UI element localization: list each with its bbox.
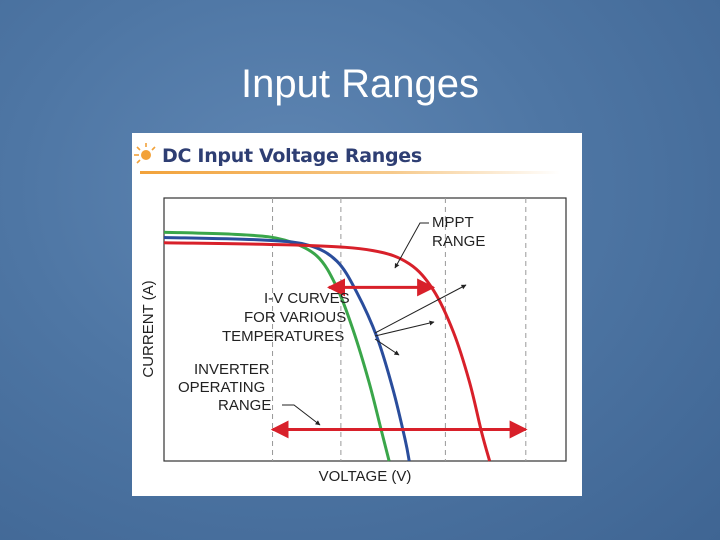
chart-svg: MPPT RANGE I-V CURVES FOR VARIOUS TEMPER…	[134, 143, 567, 485]
x-axis-label: VOLTAGE (V)	[319, 468, 412, 485]
iv-leader-green	[374, 338, 400, 356]
inverter-label-line2: OPERATING	[178, 379, 265, 396]
iv-leader-blue	[374, 320, 435, 337]
chart-figure: MPPT RANGE I-V CURVES FOR VARIOUS TEMPER…	[132, 133, 582, 496]
iv-label-line2: FOR VARIOUS	[244, 309, 346, 326]
sun-icon	[134, 143, 156, 164]
mppt-leader-line	[394, 222, 429, 269]
iv-label-line1: I-V CURVES	[264, 290, 350, 307]
inverter-label-line3: RANGE	[218, 397, 271, 414]
mppt-label-line2: RANGE	[432, 233, 485, 250]
iv-curves-annotation: I-V CURVES FOR VARIOUS TEMPERATURES	[222, 284, 467, 356]
y-axis-label: CURRENT (A)	[140, 280, 157, 377]
slide-title: Input Ranges	[241, 62, 479, 106]
inverter-leader-line	[282, 404, 321, 426]
inverter-label-line1: INVERTER	[194, 361, 270, 378]
inverter-annotation: INVERTER OPERATING RANGE	[178, 361, 321, 426]
title-rule	[140, 171, 560, 174]
mppt-annotation: MPPT RANGE	[394, 214, 485, 269]
iv-leader-red	[374, 284, 467, 334]
chart-title: DC Input Voltage Ranges	[162, 145, 422, 167]
mppt-label-line1: MPPT	[432, 214, 474, 231]
iv-label-line3: TEMPERATURES	[222, 328, 344, 345]
reference-lines	[272, 198, 527, 461]
plot-frame	[163, 197, 567, 462]
